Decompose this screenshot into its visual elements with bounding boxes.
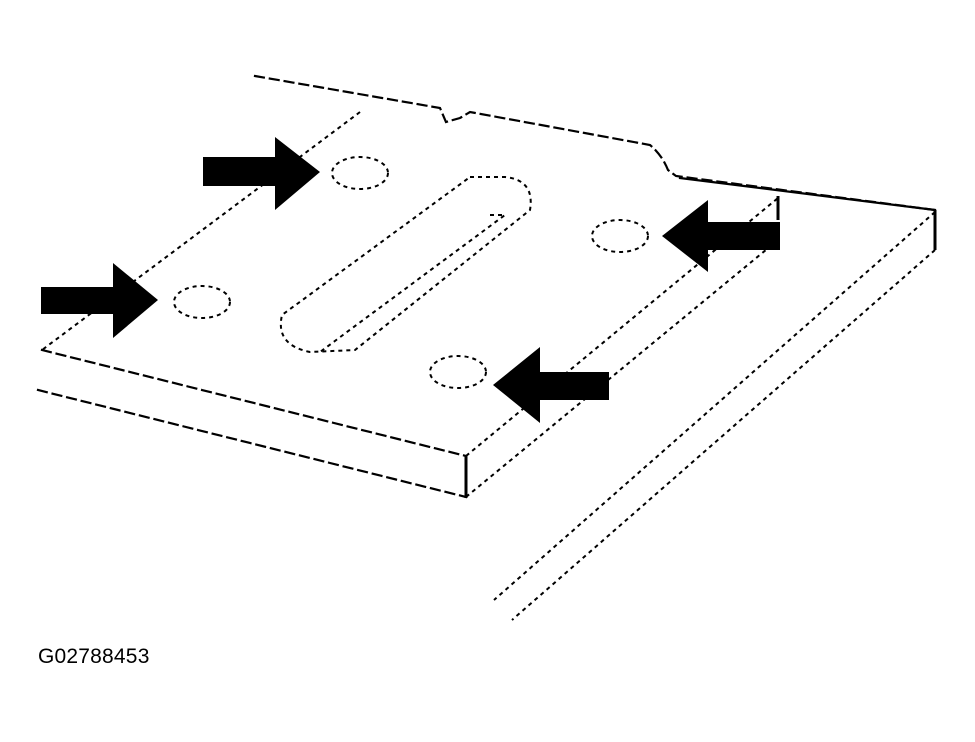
slot xyxy=(279,176,532,354)
plate-outline xyxy=(36,74,937,621)
arrow-lower-icon xyxy=(493,347,609,423)
figure-id-label: G02788453 xyxy=(38,645,150,668)
hole-lower xyxy=(429,355,487,389)
hole-left xyxy=(173,285,231,319)
hole-upper-left xyxy=(331,156,389,190)
mounting-holes xyxy=(173,156,649,389)
arrow-left-icon xyxy=(41,263,158,338)
arrow-upper-left-icon xyxy=(203,137,320,210)
arrow-right-icon xyxy=(662,200,780,272)
hole-right xyxy=(591,219,649,253)
